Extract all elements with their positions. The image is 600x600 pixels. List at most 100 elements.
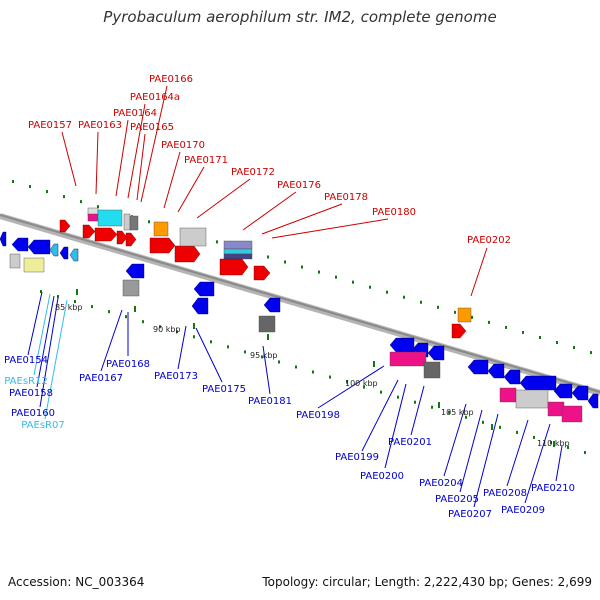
accession-text: Accession: NC_003364 (8, 575, 145, 589)
tick-dot (539, 335, 541, 339)
forward-gene-arrow (94, 227, 118, 242)
backbone-core (0, 214, 600, 393)
tick-dot (29, 185, 31, 189)
scale-label: 85 kbp (55, 303, 83, 312)
gene-label-forward: PAE0166 (149, 74, 193, 85)
forward-gene-arrow (125, 232, 137, 247)
reverse-gene-arrow (59, 246, 69, 260)
tick-dot (329, 375, 331, 379)
reverse-gene-arrow (427, 345, 445, 361)
tick-dot (261, 355, 263, 359)
tick-dot (318, 270, 320, 274)
reverse-gene-arrow (27, 239, 51, 255)
gene-label-forward: PAE0171 (184, 155, 228, 166)
leader-line (196, 178, 251, 219)
scale-label: 110 kbp (537, 439, 570, 448)
reverse-gene-arrow (125, 263, 145, 279)
leader-line (262, 345, 271, 395)
leader-line (473, 413, 499, 508)
forward-gene-arrow (82, 224, 96, 239)
scale-label: 100 kbp (345, 379, 378, 388)
major-tick (373, 361, 375, 367)
gene-label-forward: PAE0176 (277, 180, 321, 191)
tick-dot (352, 280, 354, 284)
tick-dot (142, 320, 144, 324)
leader-line (242, 191, 297, 231)
tick-dot (573, 346, 575, 350)
gene-box (223, 240, 253, 250)
tick-dot (91, 305, 93, 309)
reverse-gene-arrow (389, 337, 415, 353)
leader-line (384, 383, 407, 469)
scale-label: 105 kbp (441, 408, 474, 417)
gene-box (123, 213, 131, 231)
tick-dot (488, 320, 490, 324)
tick-dot (414, 400, 416, 404)
tick-dot (301, 265, 303, 269)
gene-box (87, 213, 99, 222)
gene-label-reverse: PAE0207 (448, 509, 492, 520)
gene-label-reverse: PAEsR12 (4, 376, 47, 387)
tick-dot (267, 255, 269, 259)
tick-dot (210, 340, 212, 344)
leader-line (39, 297, 59, 408)
gene-label-forward: PAE0164 (113, 108, 157, 119)
leader-line (177, 166, 205, 213)
gene-box (457, 307, 472, 323)
leader-line (443, 403, 467, 477)
tick-dot (335, 275, 337, 279)
leader-line (163, 151, 181, 209)
gene-box (547, 401, 565, 417)
leader-line (44, 299, 68, 420)
reverse-gene-arrow (553, 383, 573, 399)
tick-dot (590, 351, 592, 355)
tick-dot (431, 405, 433, 409)
gene-box (23, 257, 45, 273)
leader-line (136, 133, 146, 201)
leader-line (459, 409, 483, 493)
gene-label-reverse: PAEsR07 (21, 420, 64, 431)
gene-label-reverse: PAE0160 (11, 408, 55, 419)
reverse-gene-arrow (191, 297, 209, 315)
forward-gene-arrow (253, 265, 271, 281)
leader-line (115, 119, 129, 197)
gene-label-forward: PAE0165 (130, 122, 174, 133)
gene-label-reverse: PAE0175 (202, 384, 246, 395)
reverse-gene-arrow (571, 385, 589, 401)
gene-box (153, 221, 169, 237)
gene-label-forward: PAE0180 (372, 207, 416, 218)
gene-label-reverse: PAE0158 (9, 388, 53, 399)
leader-line (33, 293, 51, 376)
gene-label-reverse: PAE0167 (79, 373, 123, 384)
tick-dot (465, 415, 467, 419)
map-title: Pyrobaculum aerophilum str. IM2, complet… (103, 8, 497, 26)
gene-box (9, 253, 21, 269)
gene-label-reverse: PAE0209 (501, 505, 545, 516)
tick-dot (448, 410, 450, 414)
reverse-gene-arrow (193, 281, 215, 297)
gene-label-reverse: PAE0210 (531, 483, 575, 494)
major-tick (438, 402, 440, 408)
tick-dot (12, 180, 14, 183)
reverse-gene-arrow (487, 363, 505, 379)
tick-dot (482, 420, 484, 424)
tick-dot (176, 330, 178, 334)
forward-gene-arrow (59, 219, 71, 233)
gene-box (515, 389, 549, 409)
leader-line (317, 365, 385, 409)
leader-line (140, 85, 168, 203)
gene-label-reverse: PAE0201 (388, 437, 432, 448)
tick-dot (278, 360, 280, 364)
label-leader-lines (27, 85, 563, 508)
tick-dot (363, 385, 365, 389)
leader-line (36, 295, 55, 388)
tick-dot (97, 205, 99, 209)
forward-gene-arrow (174, 245, 201, 263)
gene-label-reverse: PAE0208 (483, 488, 527, 499)
tick-dot (125, 315, 127, 319)
tick-dot (567, 445, 569, 449)
rna-gene-arrow (69, 248, 79, 262)
tick-dot (227, 345, 229, 349)
